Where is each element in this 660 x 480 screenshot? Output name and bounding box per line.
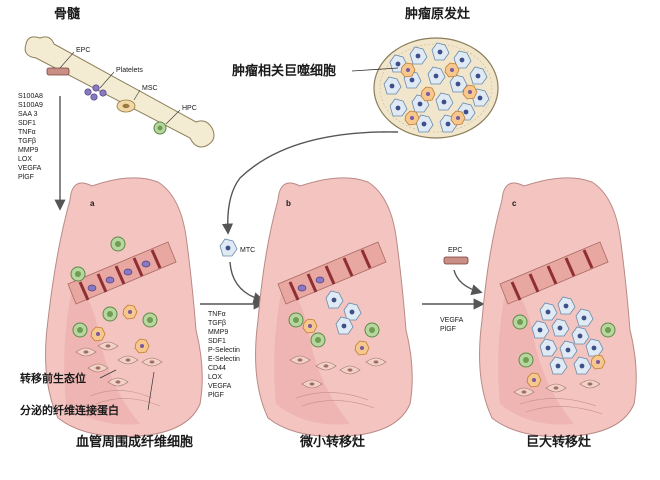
vessel-b <box>277 241 387 305</box>
platelet-icon <box>84 88 92 96</box>
factor-marrow-2: SAA 3 <box>18 111 38 118</box>
vessel-c <box>499 241 609 305</box>
macrometastasis-label: 巨大转移灶 <box>526 434 591 450</box>
epc-cell-icon <box>46 67 70 76</box>
fibronectin-label: 分泌的纤维连接蛋白 <box>20 403 119 417</box>
perivascular-fibroblast-label: 血管周围成纤维细胞 <box>76 434 193 450</box>
factor-mid-8: VEGFA <box>208 383 232 390</box>
factor-mid-3: SDF1 <box>208 338 226 345</box>
factor-mid-7: LOX <box>208 374 222 381</box>
factor-right-0: VEGFA <box>440 317 464 324</box>
hpc-label: HPC <box>182 105 197 112</box>
factor-mid-1: TGFβ <box>208 320 226 327</box>
primary-tumour-label: 肿瘤原发灶 <box>405 6 470 22</box>
factor-marrow-3: SDF1 <box>18 120 36 127</box>
mid-factor-list: TNFα TGFβ MMP9 SDF1 P-Selectin E-Selecti… <box>200 298 265 399</box>
factor-marrow-5: TGFβ <box>18 138 36 145</box>
marrow-factor-list: S100A8 S100A9 SAA 3 SDF1 TNFα TGFβ MMP9 … <box>18 93 66 211</box>
factor-marrow-4: TNFα <box>18 129 36 136</box>
factor-mid-2: MMP9 <box>208 329 228 336</box>
factor-mid-4: P-Selectin <box>208 347 240 354</box>
mtc-label: MTC <box>240 247 255 254</box>
epc-right-label: EPC <box>448 247 462 254</box>
lung-b: b 微小转移灶 <box>255 177 413 450</box>
tam-label: 肿瘤相关巨噬细胞 <box>232 63 336 79</box>
factor-marrow-9: PlGF <box>18 174 34 181</box>
factor-marrow-8: VEGFA <box>18 165 42 172</box>
mtc-cell: MTC <box>219 238 265 304</box>
bone-marrow-label: 骨髓 <box>54 6 81 22</box>
primary-tumour: 肿瘤原发灶 肿瘤相关巨噬细胞 <box>232 6 499 139</box>
factor-mid-6: CD44 <box>208 365 226 372</box>
right-factor-list: EPC VEGFA PlGF <box>422 247 485 333</box>
bone-marrow: EPC Platelets MSC HPC 骨髓 <box>24 6 215 148</box>
platelets-label: Platelets <box>116 67 143 74</box>
vessel-a <box>67 241 177 305</box>
factor-right-1: PlGF <box>440 326 456 333</box>
premetastatic-niche-label: 转移前生态位 <box>20 371 86 385</box>
factor-marrow-7: LOX <box>18 156 32 163</box>
micrometastasis-label: 微小转移灶 <box>299 434 365 450</box>
panel-c-label: c <box>512 199 517 208</box>
lung-a: a 转移前生态位 分泌的纤维连接蛋白 血管周围 <box>20 177 203 450</box>
factor-mid-5: E-Selectin <box>208 356 240 363</box>
msc-label: MSC <box>142 85 158 92</box>
panel-a-label: a <box>90 199 95 208</box>
panel-b-label: b <box>286 199 291 208</box>
factor-mid-0: TNFα <box>208 311 226 318</box>
factor-marrow-1: S100A9 <box>18 102 43 109</box>
tam-pointer-line <box>351 67 399 72</box>
factor-marrow-6: MMP9 <box>18 147 38 154</box>
epc-right-icon <box>443 256 469 265</box>
factor-mid-9: PlGF <box>208 392 224 399</box>
tumour-to-lung-arrow <box>221 131 399 235</box>
factor-marrow-0: S100A8 <box>18 93 43 100</box>
lung-c: c 巨大转移灶 <box>479 177 637 450</box>
epc-label: EPC <box>76 47 90 54</box>
